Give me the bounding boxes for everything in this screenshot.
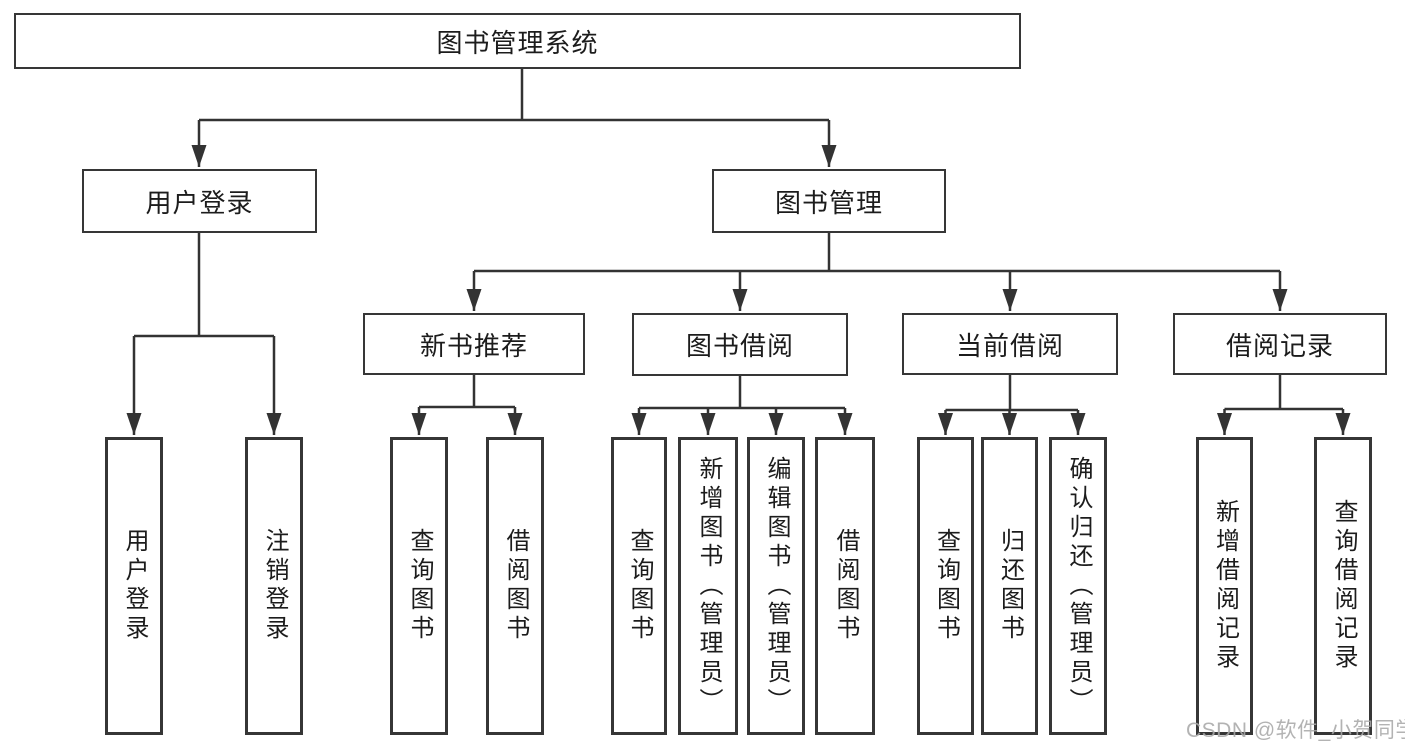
leaf-query-books-1: 查询图书 <box>390 437 448 735</box>
leaf-add-book-admin: 新增图书（管理员） <box>678 437 738 735</box>
leaf-query-books-3: 查询图书 <box>917 437 974 735</box>
node-book-borrow: 图书借阅 <box>632 313 848 376</box>
node-library-system: 图书管理系统 <box>14 13 1021 69</box>
leaf-return-book-label: 归还图书 <box>996 528 1024 644</box>
node-new-book-recommend: 新书推荐 <box>363 313 585 375</box>
leaf-logout-label: 注销登录 <box>261 528 288 644</box>
node-book-management: 图书管理 <box>712 169 946 233</box>
leaf-query-books-1-label: 查询图书 <box>406 528 433 644</box>
leaf-add-book-admin-label: 新增图书（管理员） <box>695 455 722 717</box>
leaf-borrow-books-2-label: 借阅图书 <box>832 528 859 644</box>
leaf-query-books-2: 查询图书 <box>611 437 667 735</box>
leaf-borrow-books-1-label: 借阅图书 <box>502 528 529 644</box>
leaf-query-borrow-record: 查询借阅记录 <box>1314 437 1372 735</box>
leaf-confirm-return-admin: 确认归还（管理员） <box>1049 437 1107 735</box>
leaf-edit-book-admin-label: 编辑图书（管理员） <box>763 455 790 717</box>
node-current-borrow: 当前借阅 <box>902 313 1118 375</box>
leaf-logout: 注销登录 <box>245 437 303 735</box>
leaf-borrow-books-2: 借阅图书 <box>815 437 875 735</box>
leaf-add-borrow-record: 新增借阅记录 <box>1196 437 1253 735</box>
csdn-watermark: CSDN @软件_小贺同学 <box>1186 719 1405 742</box>
node-borrow-records: 借阅记录 <box>1173 313 1387 375</box>
leaf-user-login: 用户登录 <box>105 437 163 735</box>
leaf-add-borrow-record-label: 新增借阅记录 <box>1211 499 1239 673</box>
node-user-login: 用户登录 <box>82 169 317 233</box>
leaf-return-book: 归还图书 <box>981 437 1038 735</box>
leaf-query-books-3-label: 查询图书 <box>932 528 960 644</box>
connector-skeleton <box>134 69 1343 412</box>
leaf-user-login-label: 用户登录 <box>121 528 148 644</box>
leaf-query-books-2-label: 查询图书 <box>626 528 653 644</box>
leaf-borrow-books-1: 借阅图书 <box>486 437 544 735</box>
leaf-query-borrow-record-label: 查询借阅记录 <box>1330 499 1357 673</box>
leaf-edit-book-admin: 编辑图书（管理员） <box>747 437 805 735</box>
leaf-confirm-return-admin-label: 确认归还（管理员） <box>1065 455 1092 717</box>
